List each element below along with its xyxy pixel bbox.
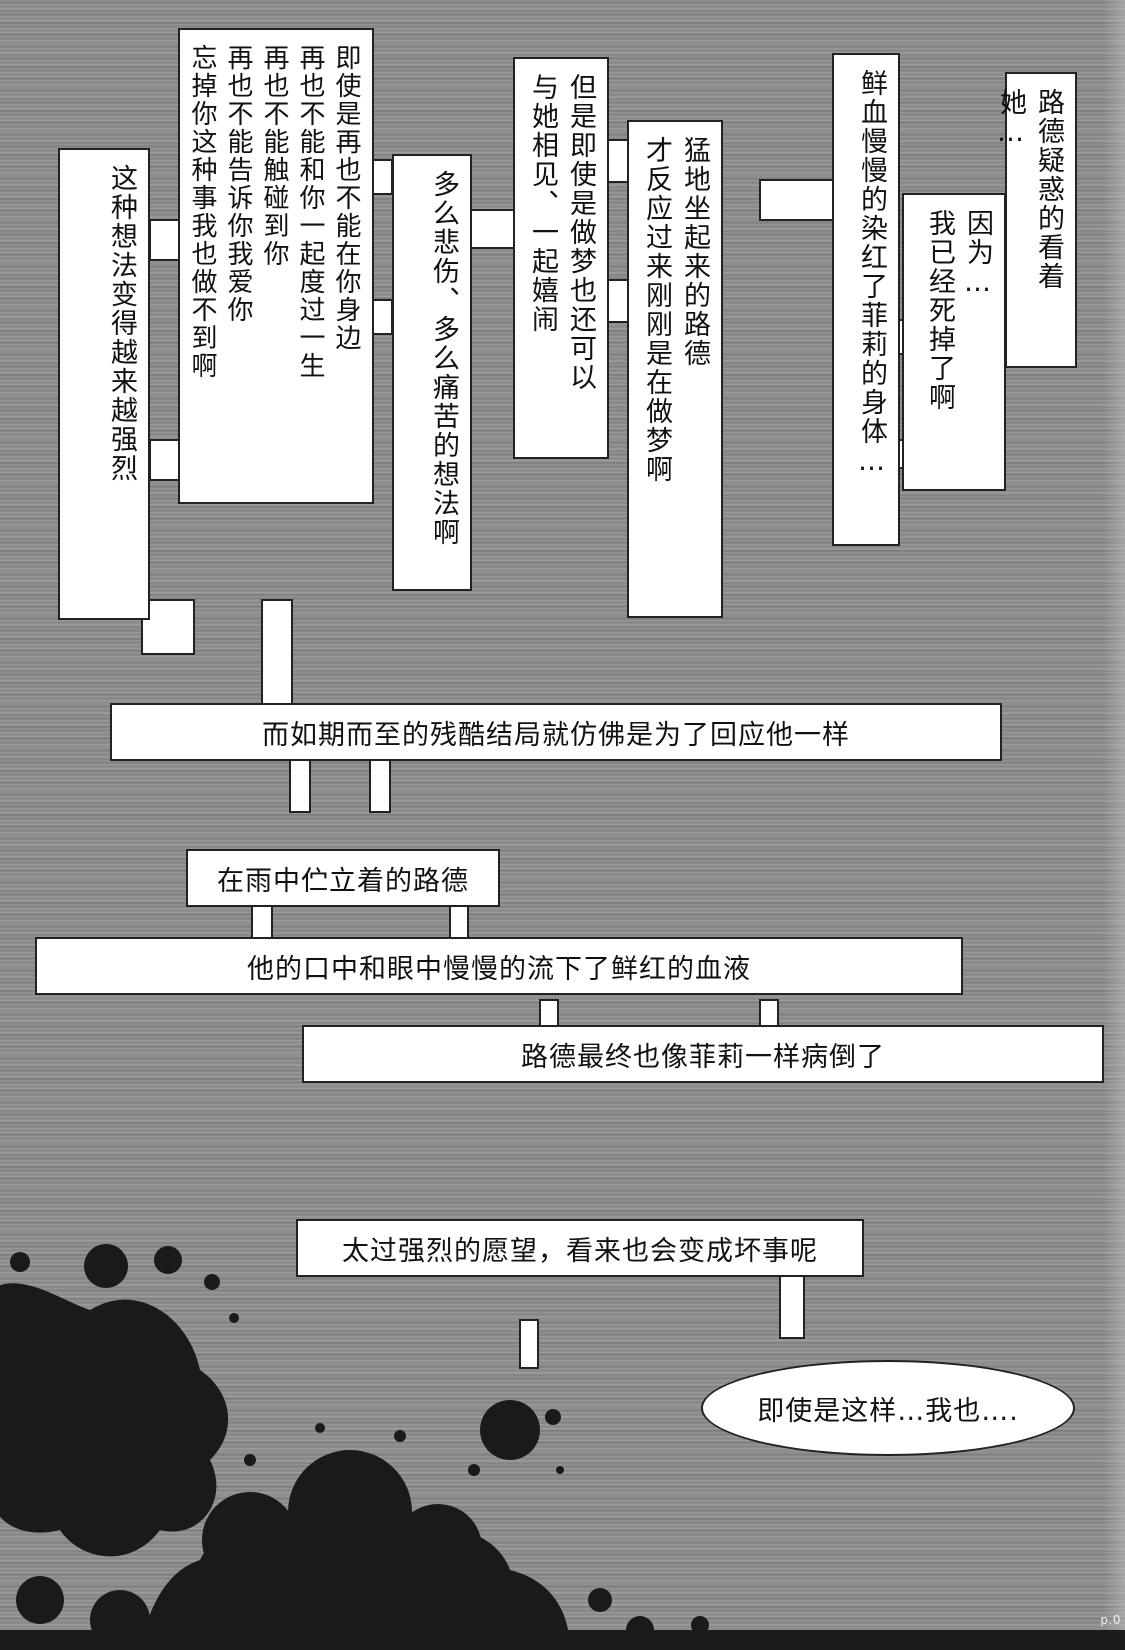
caption-cruel-ending: 而如期而至的残酷结局就仿佛是为了回应他一样 (110, 703, 1002, 761)
caption-text: 在雨中伫立着的路德 (217, 865, 469, 897)
speech-bubble-text: 即使是这样…我也…. (757, 1395, 1019, 1427)
caption-blood-stained: 鲜血慢慢的染红了菲莉的身体… (832, 53, 900, 546)
caption-line: 再也不能告诉你我爱你 (223, 44, 253, 324)
caption-line: 鲜血慢慢的染红了菲莉的身体… (856, 69, 887, 479)
caption-text: 路德最终也像菲莉一样病倒了 (521, 1041, 885, 1073)
caption-line: 我已经死掉了啊 (924, 209, 955, 412)
caption-text: 而如期而至的残酷结局就仿佛是为了回应他一样 (262, 719, 850, 751)
caption-line: 再也不能和你一起度过一生 (295, 44, 325, 380)
speech-bubble: 即使是这样…我也…. (701, 1360, 1075, 1456)
caption-line: 即使是再也不能在你身边 (331, 44, 361, 352)
caption-line: 忘掉你这种事我也做不到啊 (187, 44, 217, 380)
page-number: p.0 (1100, 1613, 1121, 1627)
caption-line: 路德疑惑的看着她… (995, 88, 1064, 291)
caption-line: 与她相见、一起嬉闹 (527, 73, 558, 334)
caption-line: 才反应过来刚刚是在做梦啊 (641, 136, 672, 484)
caption-line: 猛地坐起来的路德 (679, 136, 710, 368)
caption-text: 他的口中和眼中慢慢的流下了鲜红的血液 (247, 953, 751, 985)
caption-text: 太过强烈的愿望，看来也会变成坏事呢 (342, 1235, 818, 1267)
caption-even-dream: 但是即使是做梦也还可以 与她相见、一起嬉闹 (513, 57, 609, 459)
caption-even-if: 即使是再也不能在你身边 再也不能和你一起度过一生 再也不能触碰到你 再也不能告诉… (178, 28, 374, 504)
caption-blood-flows: 他的口中和眼中慢慢的流下了鲜红的血液 (35, 937, 963, 995)
caption-line: 再也不能触碰到你 (259, 44, 289, 268)
caption-line: 但是即使是做梦也还可以 (565, 73, 596, 392)
caption-line: 因为… (962, 209, 993, 300)
caption-line: 这种想法变得越来越强烈 (106, 164, 137, 483)
caption-fell-ill: 路德最终也像菲莉一样病倒了 (302, 1025, 1104, 1083)
caption-line: 多么悲伤、多么痛苦的想法啊 (428, 170, 459, 547)
caption-lude-puzzled: 路德疑惑的看着她… (995, 72, 1077, 368)
bottom-strip (0, 1630, 1125, 1650)
caption-standing-rain: 在雨中伫立着的路德 (186, 849, 500, 907)
caption-because-dead: 因为… 我已经死掉了啊 (902, 193, 1006, 491)
caption-sat-up: 猛地坐起来的路德 才反应过来刚刚是在做梦啊 (627, 120, 723, 618)
page-edge-shadow (1103, 0, 1125, 1650)
caption-strong-wish: 太过强烈的愿望，看来也会变成坏事呢 (296, 1219, 864, 1277)
caption-how-sad: 多么悲伤、多么痛苦的想法啊 (392, 154, 472, 591)
caption-thought-stronger: 这种想法变得越来越强烈 (58, 148, 150, 620)
